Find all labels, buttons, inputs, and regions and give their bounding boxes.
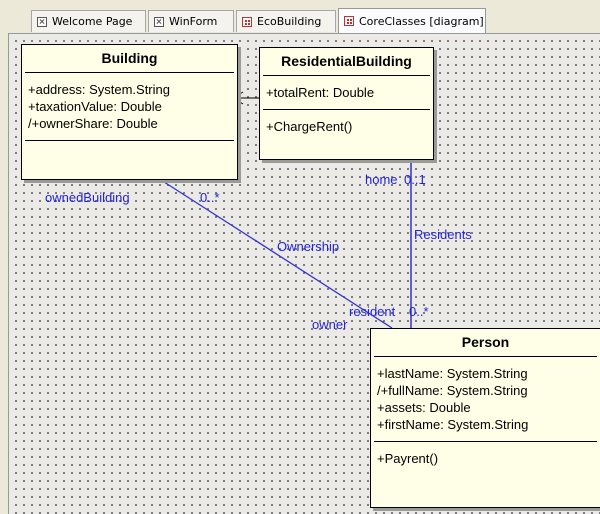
- residents-building-multiplicity-label[interactable]: 0..1: [404, 172, 426, 187]
- attribute: +firstName: System.String: [377, 417, 529, 432]
- compartment-divider: [25, 72, 234, 73]
- compartment-divider: [374, 356, 597, 357]
- diagram-canvas[interactable]: Building +address: System.String +taxati…: [8, 33, 600, 514]
- ownership-building-role-label[interactable]: ownedBuilding: [45, 190, 130, 205]
- ownership-building-multiplicity-label[interactable]: 0..*: [200, 190, 220, 205]
- attribute: +address: System.String: [28, 82, 170, 97]
- class-person[interactable]: Person +lastName: System.String /+fullNa…: [370, 328, 600, 508]
- attribute: +taxationValue: Double: [28, 99, 162, 114]
- compartment-divider: [25, 140, 234, 141]
- tab-label: EcoBuilding: [257, 15, 322, 28]
- operation: +Payrent(): [377, 451, 439, 466]
- form-icon: [154, 16, 164, 27]
- compartment-divider: [263, 75, 430, 76]
- ownership-person-role-label[interactable]: owner: [312, 317, 348, 332]
- attribute: +totalRent: Double: [266, 85, 375, 100]
- attribute: +assets: Double: [377, 400, 471, 415]
- attributes-compartment: +totalRent: Double: [260, 76, 433, 109]
- tab-ecobuilding[interactable]: EcoBuilding: [236, 10, 336, 32]
- residents-association-name[interactable]: Residents: [414, 227, 472, 242]
- diagram-icon: [242, 16, 252, 27]
- class-building[interactable]: Building +address: System.String +taxati…: [21, 44, 238, 180]
- tab-winform[interactable]: WinForm: [148, 10, 234, 32]
- attribute: +lastName: System.String: [377, 366, 528, 381]
- tab-coreclasses-diagram[interactable]: CoreClasses [diagram]: [338, 8, 486, 33]
- ownership-association-name[interactable]: Ownership: [277, 239, 340, 254]
- attribute: /+fullName: System.String: [377, 383, 528, 398]
- form-icon: [37, 16, 47, 27]
- attribute: /+ownerShare: Double: [28, 116, 158, 131]
- compartment-divider: [263, 109, 430, 110]
- class-residentialbuilding[interactable]: ResidentialBuilding +totalRent: Double +…: [259, 47, 434, 160]
- document-tab-bar: Welcome Page WinForm EcoBuilding CoreCla…: [0, 0, 600, 36]
- residents-person-role-label[interactable]: resident: [349, 304, 396, 319]
- operation: +ChargeRent(): [266, 119, 353, 134]
- tab-label: Welcome Page: [52, 15, 133, 28]
- operations-compartment: +Payrent(): [371, 442, 600, 475]
- diagram-icon: [344, 16, 354, 26]
- class-name: Building: [101, 50, 158, 66]
- compartment-divider: [374, 441, 597, 442]
- tab-welcome-page[interactable]: Welcome Page: [31, 10, 146, 32]
- class-name: Person: [461, 334, 510, 350]
- attributes-compartment: +lastName: System.String /+fullName: Sys…: [371, 357, 600, 441]
- residents-person-multiplicity-label[interactable]: 0..*: [409, 304, 429, 319]
- ownership-association-line[interactable]: [160, 179, 393, 329]
- tab-label: CoreClasses [diagram]: [359, 14, 484, 28]
- tab-label: WinForm: [169, 15, 218, 28]
- attributes-compartment: +address: System.String +taxationValue: …: [22, 73, 237, 140]
- class-name: ResidentialBuilding: [281, 53, 412, 69]
- operations-compartment: +ChargeRent(): [260, 110, 433, 143]
- residents-building-role-label[interactable]: home: [365, 172, 398, 187]
